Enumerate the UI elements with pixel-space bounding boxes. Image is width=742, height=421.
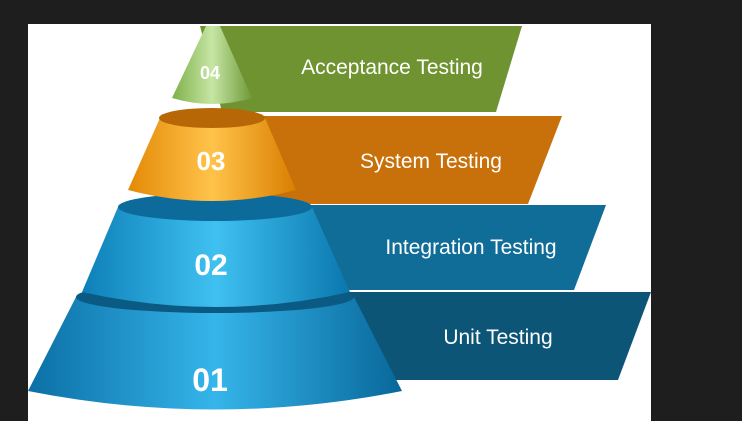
level-04-label: Acceptance Testing bbox=[301, 56, 483, 79]
level-02-cone bbox=[82, 193, 350, 307]
level-01-number: 01 bbox=[192, 362, 228, 398]
level-02-label: Integration Testing bbox=[385, 236, 556, 259]
level-04-cone bbox=[172, 26, 252, 104]
level-03-banner bbox=[244, 116, 562, 204]
level-01-label: Unit Testing bbox=[443, 326, 552, 349]
level-04-number: 04 bbox=[200, 63, 220, 83]
level-02-banner bbox=[292, 205, 606, 290]
level-03-number: 03 bbox=[197, 146, 226, 176]
level-01-banner bbox=[342, 292, 651, 380]
level-03-cone bbox=[128, 108, 296, 201]
level-04-banner bbox=[200, 26, 522, 112]
level-03-label: System Testing bbox=[360, 150, 502, 173]
level-02-number: 02 bbox=[194, 249, 227, 282]
